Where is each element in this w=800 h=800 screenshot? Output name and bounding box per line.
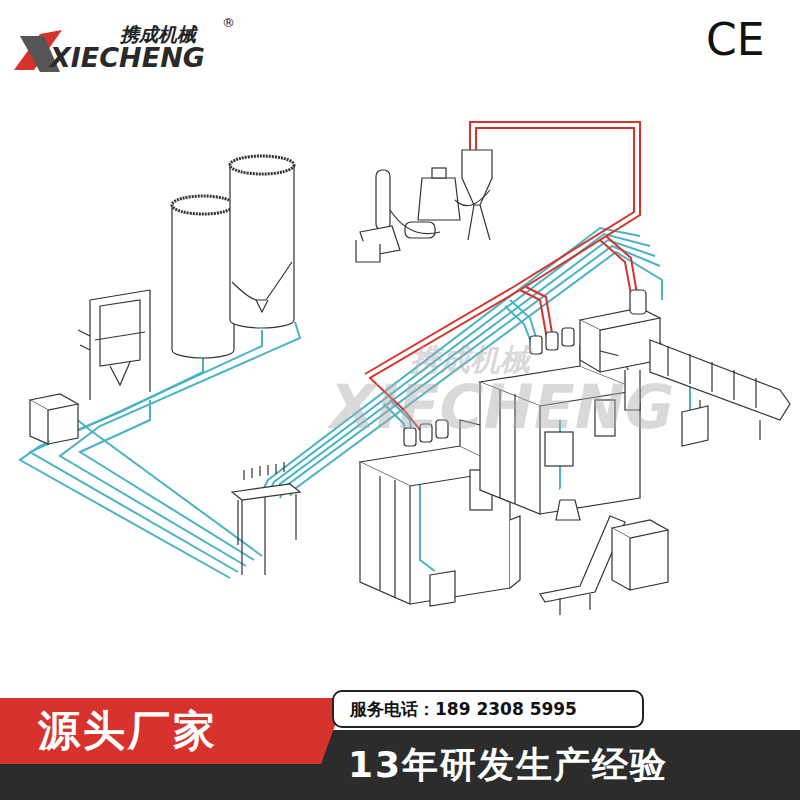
- drawing-path: [580, 318, 660, 372]
- band-fill: [0, 698, 345, 764]
- drawing-path: [668, 346, 756, 408]
- registered-mark: ®: [222, 15, 235, 30]
- drawing-path: [560, 594, 590, 615]
- drawing-path: [612, 528, 668, 590]
- drawing-path: [600, 240, 632, 300]
- drawing-path: [468, 205, 490, 240]
- phone-box-text: 服务电话：189 2308 5995: [350, 698, 577, 721]
- drawing-path: [232, 484, 300, 500]
- drawing-path: [232, 262, 292, 300]
- drawing-rect: [562, 328, 574, 346]
- drawing-path: [90, 290, 150, 400]
- drawing-path: [462, 150, 492, 205]
- drawing-path: [420, 470, 440, 575]
- drawing-path: [238, 494, 296, 575]
- silos: [172, 156, 294, 358]
- drawing-path: [256, 300, 268, 312]
- drawing-path: [682, 406, 708, 446]
- drawing-rect: [405, 222, 435, 238]
- watermark: XIECHENG: [330, 372, 674, 442]
- drawing-path: [20, 358, 230, 578]
- drawing-path: [356, 240, 380, 262]
- drawing-path: [244, 462, 284, 480]
- blue-pipes: [20, 228, 690, 578]
- drawing-path: [390, 190, 490, 234]
- drawing-path: [60, 322, 300, 566]
- drawing-path: [78, 330, 90, 350]
- manifold-station: [232, 462, 300, 575]
- red-band: 源头厂家: [0, 698, 345, 764]
- conveyor-chiller: [540, 500, 668, 615]
- ce-mark: CE: [706, 14, 765, 65]
- brand-latin: XIECHENG: [50, 42, 205, 73]
- drawing-path: [430, 571, 455, 606]
- drawing-rect: [432, 168, 446, 178]
- drawing-path: [75, 418, 262, 556]
- drawing-path: [30, 400, 48, 444]
- red-band-text: 源头厂家: [38, 703, 218, 759]
- dark-band-text: 13年研发生产经验: [348, 741, 668, 790]
- drawing-path: [172, 205, 234, 358]
- drawing-path: [380, 476, 395, 598]
- drawing-rect: [630, 290, 646, 314]
- vacuum-pumps: [356, 150, 492, 262]
- phone-box: 服务电话：189 2308 5995: [332, 690, 644, 728]
- dryer-box: [30, 394, 78, 444]
- drawing-rect: [546, 332, 558, 350]
- drawing-rect: [530, 336, 542, 354]
- drawing-path: [360, 462, 410, 604]
- drawing-path: [48, 404, 78, 444]
- drawing-path: [30, 330, 262, 572]
- drawing-path: [510, 516, 520, 588]
- drawing-ellipse: [230, 156, 294, 174]
- bigbag-frame: [78, 290, 150, 400]
- drawing-path: [80, 400, 254, 560]
- drawing-rect: [376, 170, 390, 230]
- drawing-path: [418, 178, 460, 220]
- drawing-ellipse: [172, 196, 234, 214]
- drawing-path: [556, 500, 580, 520]
- drawing-path: [230, 165, 294, 328]
